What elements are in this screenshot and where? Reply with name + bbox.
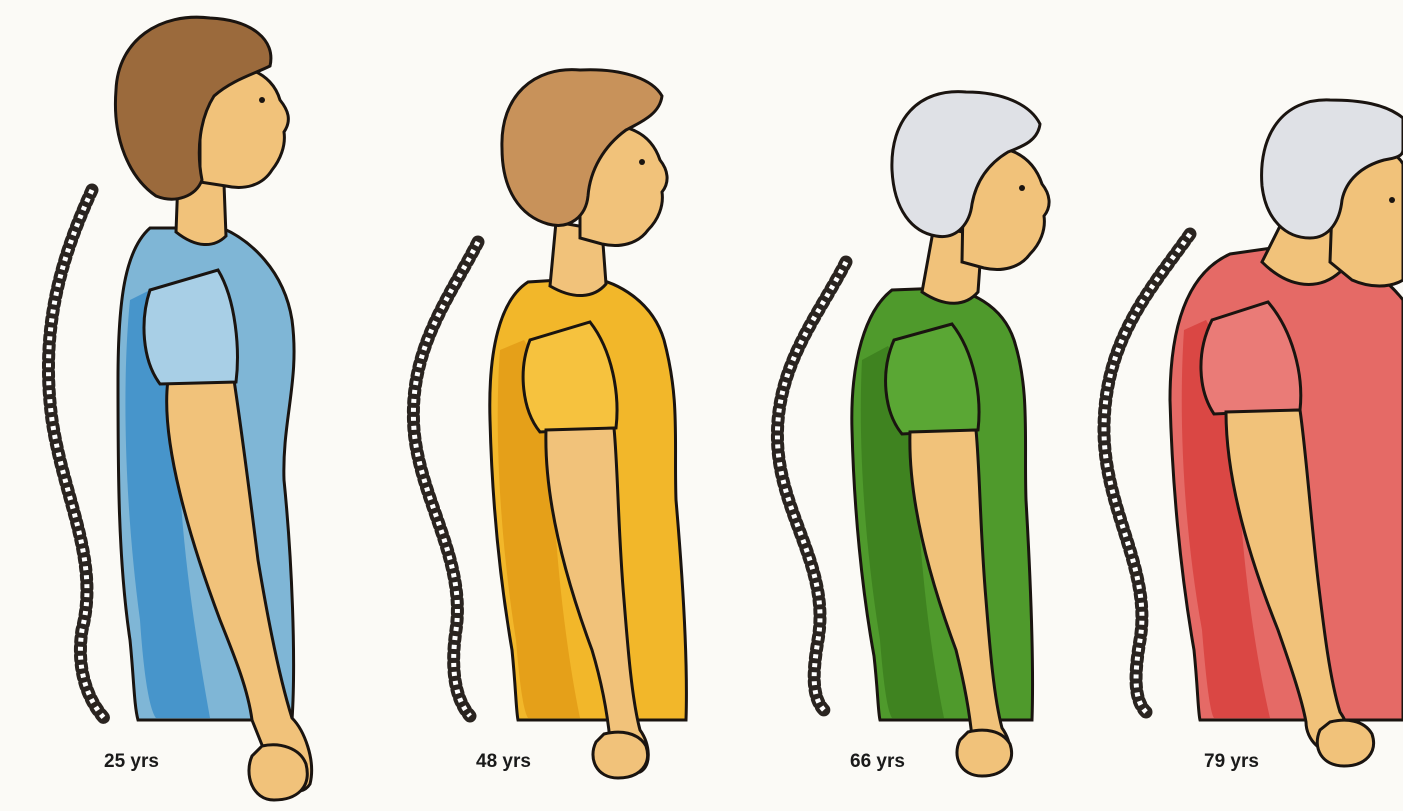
sleeve-25: [144, 270, 237, 384]
figure-79: [1104, 100, 1403, 766]
age-label-48: 48 yrs: [476, 751, 531, 773]
eye-79: [1389, 197, 1395, 203]
hand-79: [1317, 720, 1373, 766]
eye-25: [259, 97, 265, 103]
age-label-66: 66 yrs: [850, 751, 905, 773]
spine-48: [413, 242, 478, 716]
age-label-25: 25 yrs: [104, 751, 159, 773]
eye-48: [639, 159, 645, 165]
spine-66: [777, 262, 846, 712]
eye-66: [1019, 185, 1025, 191]
figure-66: [777, 92, 1049, 776]
hand-66: [957, 730, 1012, 776]
hand-48: [593, 732, 648, 778]
figure-25: [48, 17, 311, 800]
age-label-79: 79 yrs: [1204, 751, 1259, 773]
hand-25: [249, 745, 307, 800]
figure-48: [413, 70, 686, 778]
